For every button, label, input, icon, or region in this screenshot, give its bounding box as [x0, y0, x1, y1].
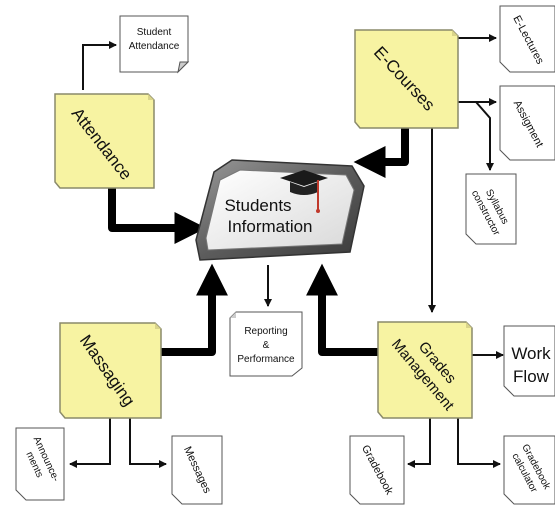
- doc-workflow-line2: Flow: [513, 367, 550, 386]
- students-information-device: Students Information: [195, 159, 365, 261]
- doc-workflow: Work Flow: [503, 325, 555, 397]
- doc-assignment: Assigment: [499, 85, 555, 161]
- doc-reporting-line1: Reporting: [244, 326, 287, 337]
- doc-messages: Messages: [171, 435, 223, 505]
- center-title-line1: Students: [224, 196, 291, 215]
- doc-reporting-performance: Reporting & Performance: [229, 311, 303, 377]
- doc-gradebook: Gradebook: [349, 435, 405, 505]
- doc-reporting-line3: Performance: [237, 354, 295, 365]
- arrow-ecourses-to-center: [353, 128, 409, 178]
- module-attendance: Attendance: [54, 93, 155, 189]
- graduation-cap-icon: [280, 170, 328, 213]
- doc-electures: E-Lectures: [499, 5, 555, 73]
- doc-student-attendance-line1: Student: [137, 27, 172, 38]
- arrow-grades-to-calculator: [457, 418, 501, 468]
- doc-student-attendance: Student Attendance: [119, 15, 190, 74]
- arrow-attendance-to-center: [108, 182, 207, 244]
- doc-gradebook-calculator: Gradebook calculator: [503, 435, 555, 505]
- doc-syllabus-constructor: Syllabus constructor: [465, 173, 517, 245]
- module-massaging: Massaging: [59, 322, 162, 419]
- arrow-grades-to-center: [306, 263, 380, 356]
- arrow-grades-to-gradebook: [407, 418, 431, 468]
- module-grades-management: Grades Management: [377, 321, 473, 419]
- thick-connectors: [108, 128, 409, 356]
- doc-announcements: Announce- ments: [15, 427, 65, 501]
- doc-student-attendance-line2: Attendance: [129, 41, 180, 52]
- thin-connectors: [69, 34, 504, 468]
- center-title-line2: Information: [227, 217, 312, 236]
- doc-workflow-line1: Work: [511, 344, 551, 363]
- arrow-massaging-to-messages: [129, 418, 167, 468]
- arrow-attendance-to-doc: [82, 41, 117, 90]
- module-ecourses: E-Courses: [354, 29, 459, 129]
- doc-reporting-line2: &: [263, 340, 270, 351]
- arrow-massaging-to-center: [160, 263, 228, 356]
- arrow-massaging-to-announcements: [69, 418, 111, 468]
- arrow-ecourses-to-syllabus: [475, 101, 494, 171]
